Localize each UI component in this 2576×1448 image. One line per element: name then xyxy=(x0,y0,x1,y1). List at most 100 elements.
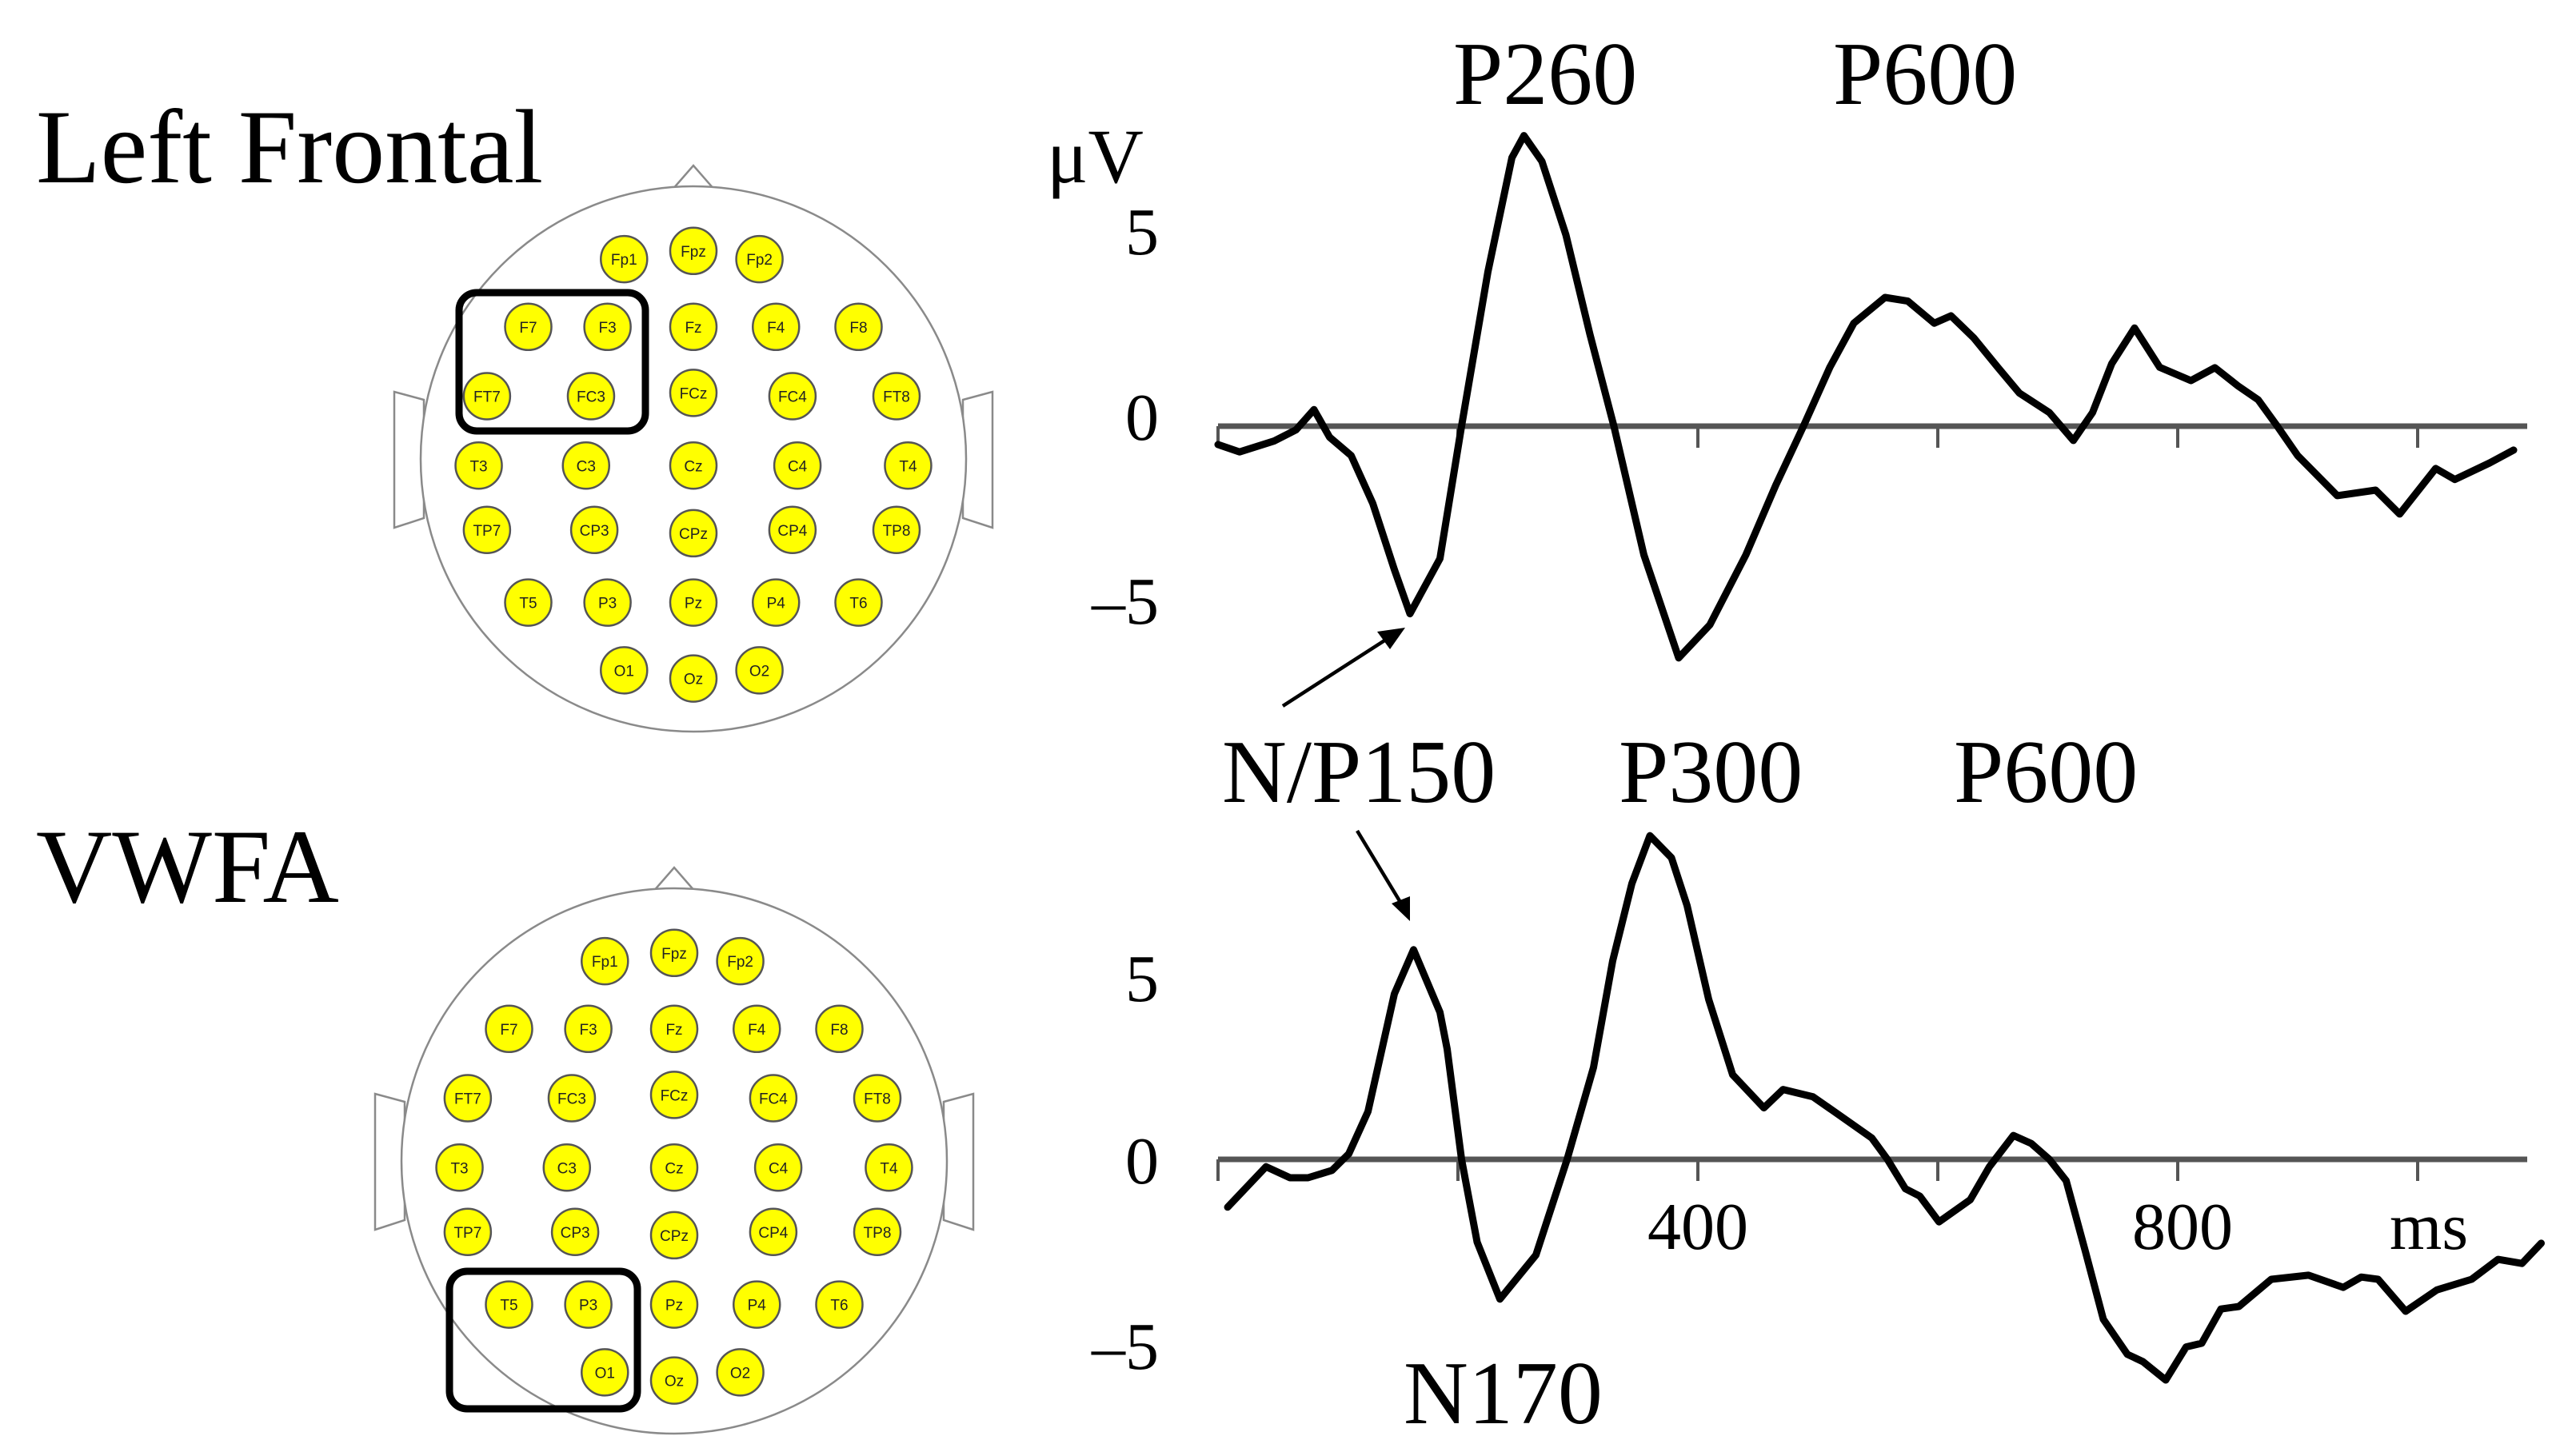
electrode-label: FC3 xyxy=(577,389,605,406)
electrode-fp1 xyxy=(600,234,649,284)
electrode-fp2 xyxy=(735,234,784,284)
electrode-cp4 xyxy=(749,1207,798,1257)
electrode-label: TP8 xyxy=(864,1225,892,1242)
electrode-label: C4 xyxy=(769,1160,789,1177)
electrode-label: T5 xyxy=(500,1298,517,1314)
left-ear-icon xyxy=(393,390,425,529)
roi-highlight-box xyxy=(455,289,649,435)
electrode-f4 xyxy=(733,1004,781,1054)
electrode-tp7 xyxy=(462,505,512,555)
electrode-label: F3 xyxy=(580,1022,597,1039)
x-axis-unit-label: ms xyxy=(2390,1190,2468,1264)
electrode-t4 xyxy=(884,441,933,490)
electrode-label: Fp1 xyxy=(611,252,637,269)
electrode-label: Fpz xyxy=(661,946,687,963)
electrode-pz xyxy=(649,1280,699,1329)
electrode-f4 xyxy=(752,302,801,352)
electrode-label: Fp1 xyxy=(592,954,618,971)
electrode-label: CP4 xyxy=(758,1225,788,1242)
electrode-p3 xyxy=(564,1280,613,1329)
electrode-label: O2 xyxy=(730,1365,750,1382)
electrode-ft8 xyxy=(853,1074,902,1123)
right-ear-icon xyxy=(942,1092,975,1231)
electrode-label: T4 xyxy=(880,1160,898,1177)
electrode-label: F7 xyxy=(519,320,537,337)
peak-label-np150: N/P150 xyxy=(1222,723,1496,822)
y-tick-label-5: 5 xyxy=(1125,942,1159,1016)
electrode-fc3 xyxy=(566,372,616,421)
electrode-label: F8 xyxy=(830,1022,848,1039)
electrode-o1 xyxy=(581,1348,629,1397)
y-tick-label-neg5: –5 xyxy=(1091,564,1159,639)
electrode-fc4 xyxy=(749,1074,798,1123)
electrode-ft7 xyxy=(443,1074,493,1123)
y-tick-label-0: 0 xyxy=(1125,381,1159,455)
electrode-cz xyxy=(649,1143,699,1192)
electrode-label: F7 xyxy=(500,1022,517,1039)
electrode-label: T6 xyxy=(830,1298,848,1314)
electrode-label: F8 xyxy=(849,320,867,337)
electrode-label: TP7 xyxy=(473,523,501,540)
electrode-label: Pz xyxy=(685,596,702,612)
electrode-label: Oz xyxy=(665,1374,684,1390)
electrode-f7 xyxy=(504,302,553,352)
electrode-label: FT7 xyxy=(473,389,501,406)
electrode-label: TP8 xyxy=(883,523,911,540)
electrode-label: FC4 xyxy=(759,1091,788,1108)
electrode-label: FC4 xyxy=(778,389,807,406)
electrode-label: O2 xyxy=(749,663,769,680)
electrode-cpz xyxy=(649,1211,699,1260)
electrode-label: P3 xyxy=(598,596,617,612)
x-tick-label-800: 800 xyxy=(2132,1190,2233,1264)
electrode-label: P4 xyxy=(748,1298,767,1314)
electrode-label: F3 xyxy=(599,320,617,337)
panel-title-vwfa: VWFA xyxy=(36,808,339,925)
electrode-label: Pz xyxy=(665,1298,683,1314)
left-ear-icon xyxy=(373,1092,406,1231)
y-axis-unit-label: μV xyxy=(1047,114,1144,199)
arrowhead-icon xyxy=(1392,896,1410,921)
erp-chart-left-frontal: μV 5 0 –5 P260 P600 xyxy=(1047,25,2527,662)
electrode-fcz xyxy=(649,1071,699,1119)
electrode-oz xyxy=(649,1356,699,1405)
electrode-label: T5 xyxy=(519,596,537,612)
electrode-fz xyxy=(649,1004,699,1054)
electrode-ft7 xyxy=(462,372,512,421)
electrode-label: T4 xyxy=(899,458,917,475)
electrode-label: C4 xyxy=(788,458,808,475)
electrode-label: FT8 xyxy=(864,1091,891,1108)
electrode-cpz xyxy=(669,509,718,558)
electrode-cp3 xyxy=(550,1207,600,1257)
electrode-f8 xyxy=(815,1004,864,1054)
electrode-label: O1 xyxy=(595,1365,615,1382)
electrode-label: CP3 xyxy=(561,1225,590,1242)
electrode-c4 xyxy=(773,441,822,490)
electrode-label: C3 xyxy=(577,458,596,475)
electrode-label: O1 xyxy=(614,663,634,680)
electrode-p3 xyxy=(583,578,632,627)
electrode-label: Fp2 xyxy=(746,252,773,269)
electrode-fcz xyxy=(669,369,718,417)
electrode-oz xyxy=(669,654,718,703)
electrode-fc4 xyxy=(768,372,817,421)
electrode-ft8 xyxy=(872,372,921,421)
electrode-label: FCz xyxy=(661,1087,689,1104)
electrode-t4 xyxy=(865,1143,913,1192)
peak-label-p600: P600 xyxy=(1954,723,2138,822)
electrode-f3 xyxy=(564,1004,613,1054)
y-tick-label-0: 0 xyxy=(1125,1124,1159,1199)
electrode-label: Fz xyxy=(665,1022,682,1039)
electrode-label: Fpz xyxy=(681,244,706,261)
electrode-label: T3 xyxy=(450,1160,468,1177)
electrode-label: C3 xyxy=(557,1160,577,1177)
panel-title-left-frontal: Left Frontal xyxy=(36,88,543,205)
erp-chart-vwfa: 5 0 –5 400 800 ms P300 P600 N170 xyxy=(1091,723,2545,1443)
electrode-t5 xyxy=(485,1280,533,1329)
peak-label-p600: P600 xyxy=(1833,25,2017,124)
electrode-p4 xyxy=(752,578,801,627)
electrode-label: FT7 xyxy=(454,1091,481,1108)
electrode-tp8 xyxy=(872,505,921,555)
x-axis-ticks xyxy=(1216,426,2419,448)
